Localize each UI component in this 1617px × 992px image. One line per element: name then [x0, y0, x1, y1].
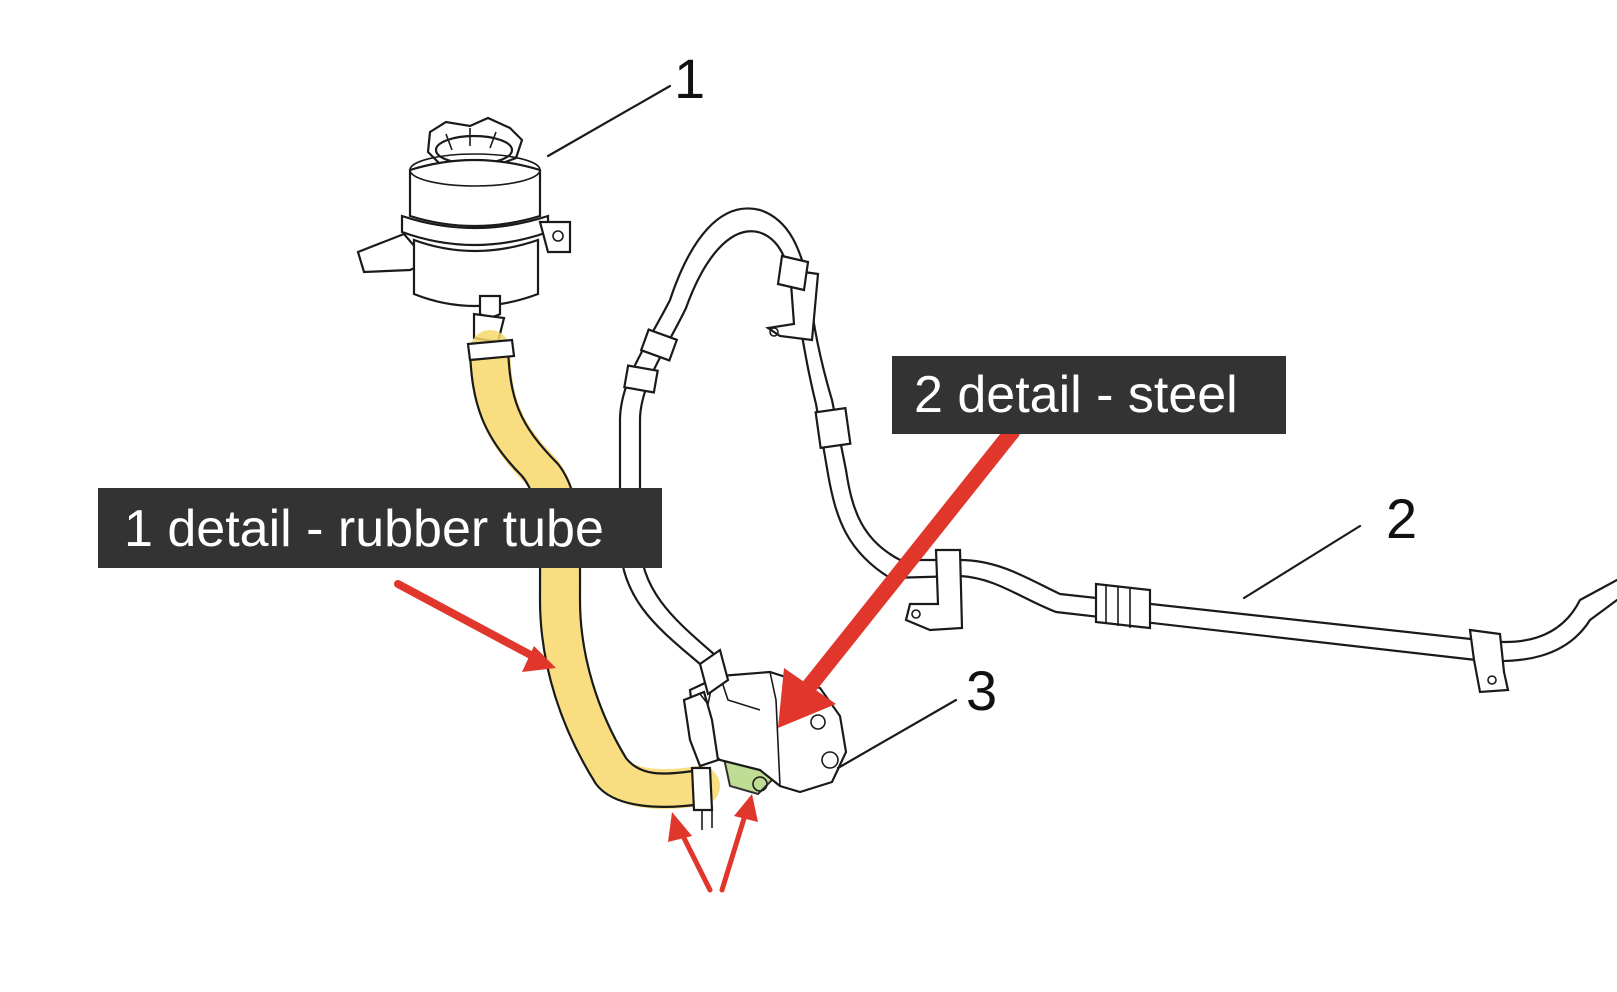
callout-1: 1: [546, 47, 705, 158]
label-detail-1: 1 detail - rubber tube: [98, 488, 662, 568]
callout-2: 2: [1242, 487, 1417, 600]
fluid-reservoir: [356, 116, 572, 344]
steel-pressure-line: [888, 548, 1617, 694]
callout-3: 3: [836, 659, 997, 770]
label-detail-2-text: 2 detail - steel: [914, 366, 1238, 424]
callout-number-2: 2: [1386, 487, 1417, 550]
rubber-tube: [466, 330, 720, 830]
annotation-arrows: [394, 424, 1020, 893]
label-detail-1-text: 1 detail - rubber tube: [124, 500, 604, 558]
callout-number-1: 1: [674, 47, 705, 110]
label-detail-2: 2 detail - steel: [892, 356, 1286, 434]
callout-number-3: 3: [966, 659, 997, 722]
return-hose: [618, 207, 902, 696]
